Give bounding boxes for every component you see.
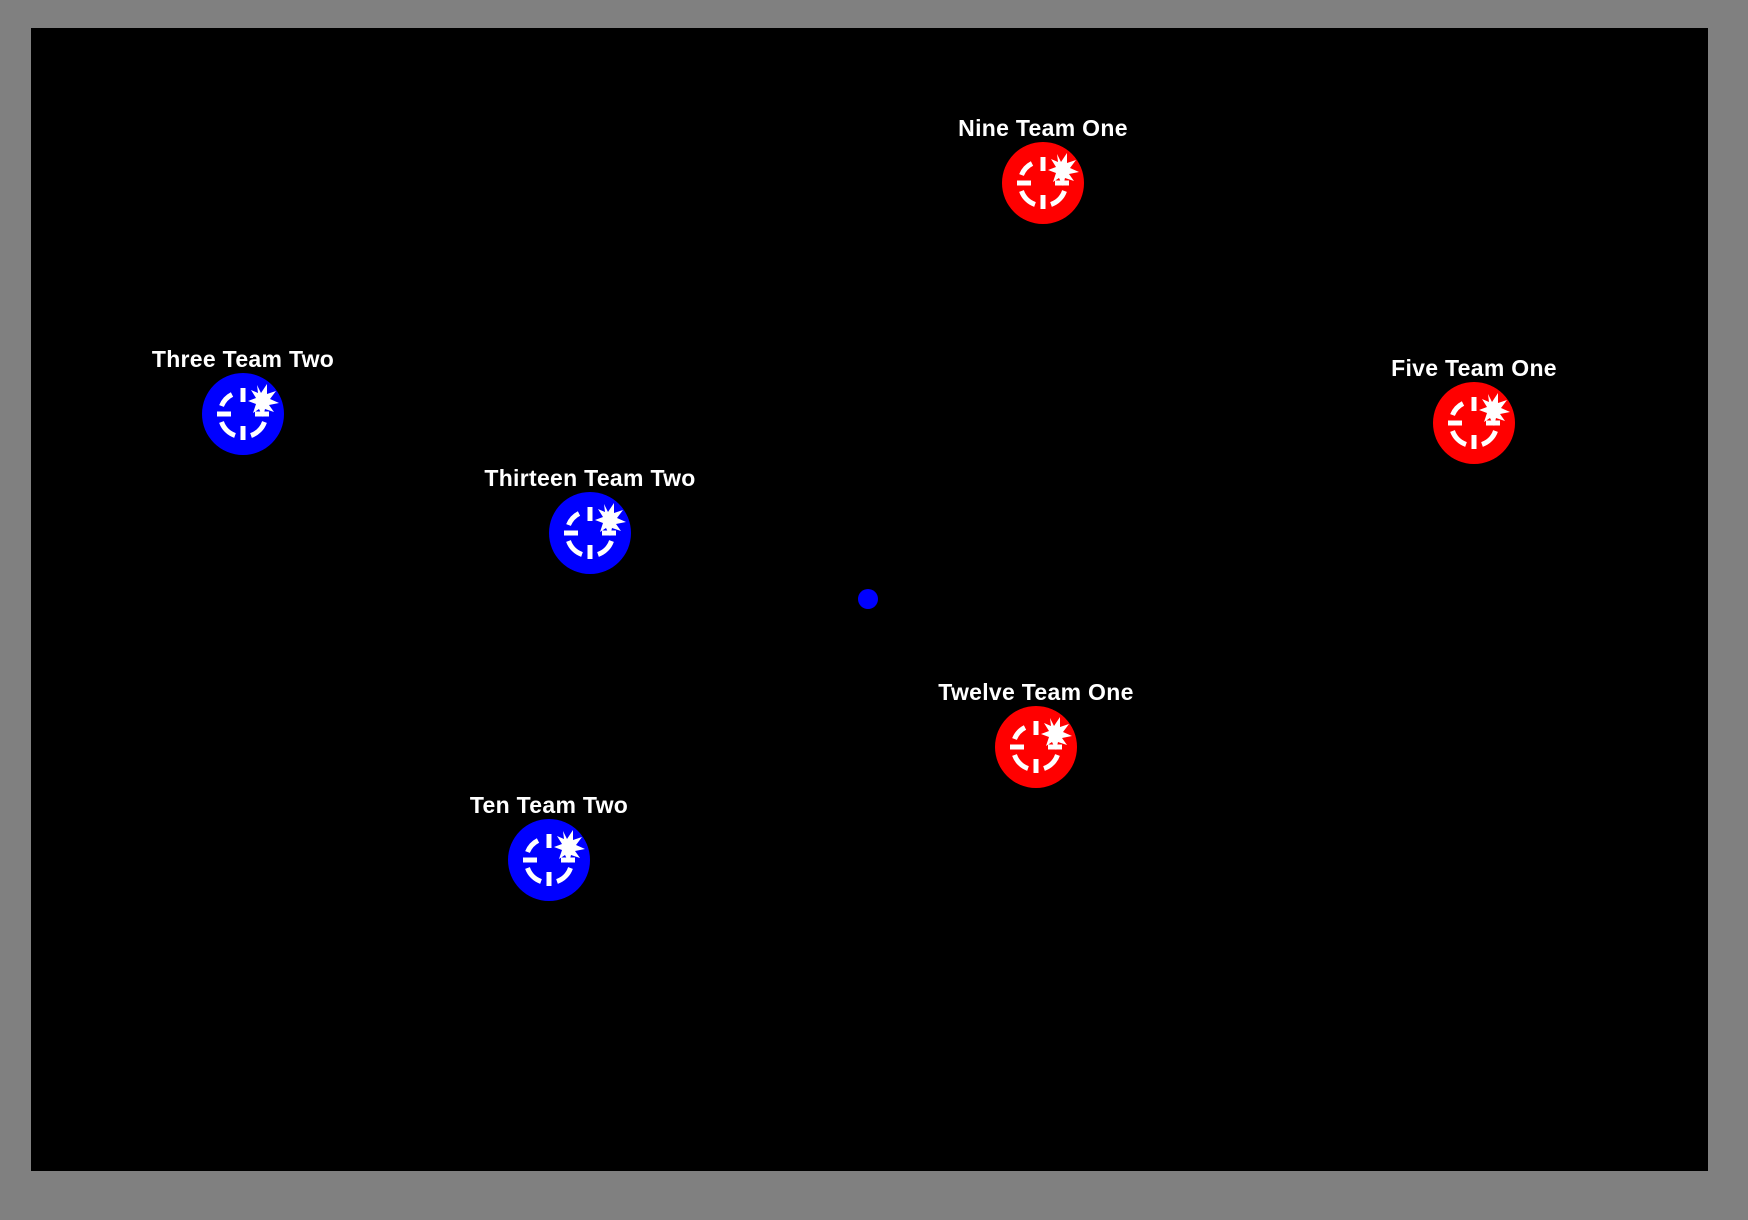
unit-label: Three Team Two <box>151 346 335 372</box>
unit-label: Ten Team Two <box>469 792 629 818</box>
unit-label: Five Team One <box>1391 355 1557 381</box>
unit-label: Twelve Team One <box>938 679 1134 705</box>
battle-arena[interactable]: Nine Team One Three Team Two Five Team O… <box>31 28 1708 1171</box>
target-hit-icon[interactable] <box>201 372 285 456</box>
unit-label: Nine Team One <box>958 115 1128 141</box>
target-hit-icon[interactable] <box>1001 141 1085 225</box>
target-hit-icon[interactable] <box>994 705 1078 789</box>
target-hit-icon[interactable] <box>548 491 632 575</box>
target-hit-icon[interactable] <box>507 818 591 902</box>
target-hit-icon[interactable] <box>1432 381 1516 465</box>
unit-label: Thirteen Team Two <box>484 465 696 491</box>
center-point-icon[interactable] <box>858 589 878 609</box>
